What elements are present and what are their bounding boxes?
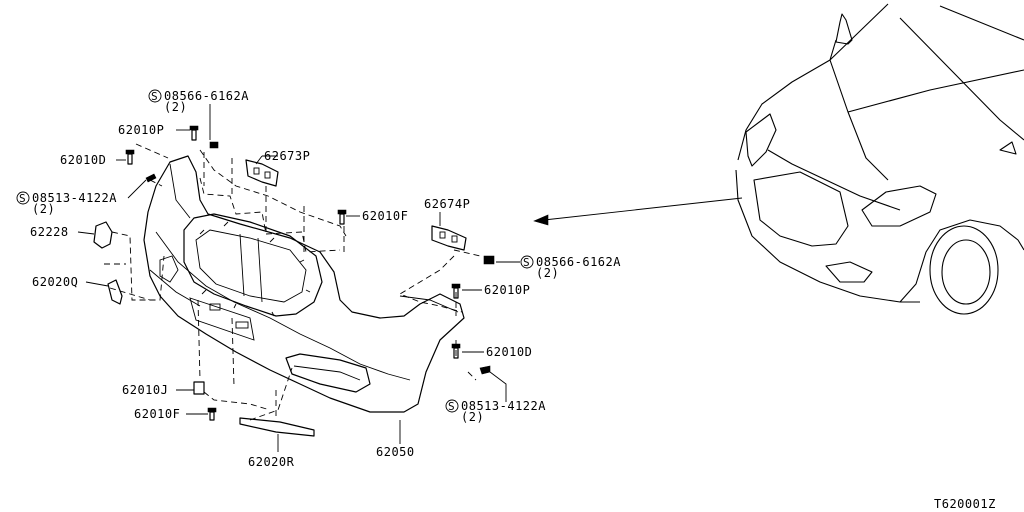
label-08566-right: 08566-6162A [536, 255, 621, 269]
part-labels: 08566-6162A (2) 62010P 62010D 08513-4122… [30, 89, 996, 511]
bracket-62673P [245, 159, 279, 187]
label-08513-bottom: 08513-4122A [461, 399, 546, 413]
grille-strip-62020Q [107, 279, 123, 305]
label-62020Q: 62020Q [32, 275, 78, 289]
screw-symbol: S [151, 90, 158, 103]
leader-lines [77, 104, 520, 452]
label-08566-top: 08566-6162A [164, 89, 249, 103]
screw-symbols: S S S S [16, 89, 534, 413]
bumper-fascia-62050 [143, 155, 465, 413]
label-62010F-top: 62010F [362, 209, 408, 223]
label-62010D-left: 62010D [60, 153, 106, 167]
direction-arrow [533, 197, 743, 226]
clip-62010J [193, 381, 205, 395]
assembly-guide-lines [104, 143, 481, 421]
screw-symbol: S [448, 400, 455, 413]
label-62010J: 62010J [122, 383, 168, 397]
bracket-62674P [431, 225, 467, 251]
label-62020R: 62020R [248, 455, 295, 469]
label-62010P-top: 62010P [118, 123, 164, 137]
label-62228: 62228 [30, 225, 69, 239]
fasteners [125, 125, 495, 421]
screw-symbol: S [19, 192, 26, 205]
label-62673P: 62673P [264, 149, 310, 163]
tow-hook-cover-62228 [93, 221, 113, 249]
label-08513-left: 08513-4122A [32, 191, 117, 205]
label-62674P: 62674P [424, 197, 470, 211]
screw-symbol: S [523, 256, 530, 269]
diagram-reference-code: T620001Z [934, 497, 996, 511]
label-62010D-right: 62010D [486, 345, 532, 359]
label-62010P-right: 62010P [484, 283, 530, 297]
label-08513-left-qty: (2) [32, 202, 55, 216]
label-08566-top-qty: (2) [164, 100, 187, 114]
vehicle-front-illustration [735, 3, 1024, 315]
label-62010F-bottom: 62010F [134, 407, 180, 421]
lower-strip-62020R [239, 417, 315, 437]
label-08513-bottom-qty: (2) [461, 410, 484, 424]
label-62050: 62050 [376, 445, 415, 459]
label-08566-right-qty: (2) [536, 266, 559, 280]
